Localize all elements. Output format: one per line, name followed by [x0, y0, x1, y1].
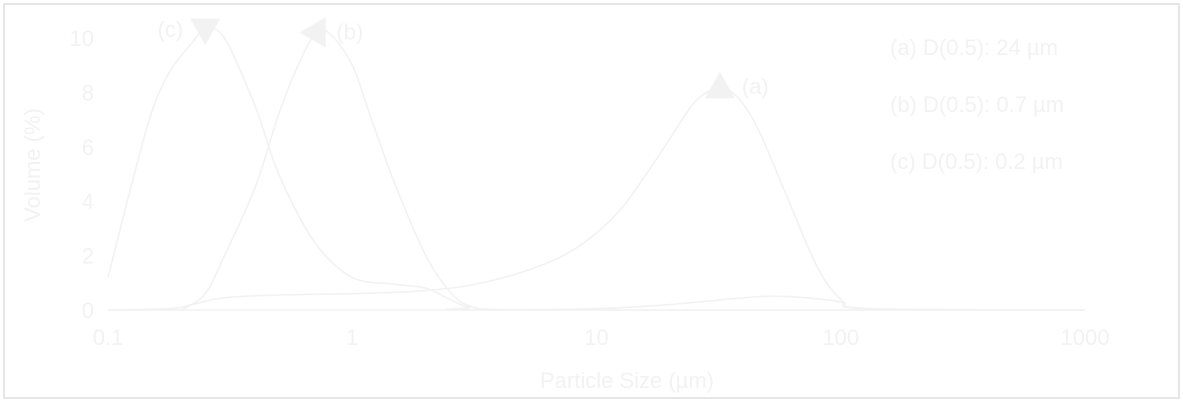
plot-area: (a) (b) (c) [107, 17, 1086, 311]
legend-entry-a: (a) D(0.5): 24 µm [890, 35, 1058, 60]
y-axis-label: Volume (%) [20, 108, 45, 222]
x-tick-label: 1 [346, 325, 358, 350]
y-tick-label: 10 [70, 26, 94, 51]
peak-marker-b [299, 17, 326, 48]
y-tick-label: 4 [82, 189, 94, 214]
x-tick-label: 10 [584, 325, 608, 350]
annotation-layer: (a) (b) (c) [158, 17, 769, 99]
series-line-a [107, 87, 1086, 311]
curve-label-a: (a) [742, 74, 769, 99]
series-layer [107, 27, 1086, 311]
chart-frame [3, 3, 1180, 399]
x-tick-label: 1000 [1061, 325, 1110, 350]
y-tick-label: 6 [82, 135, 94, 160]
y-tick-label: 2 [82, 244, 94, 269]
curve-label-c: (c) [158, 17, 184, 42]
x-tick-labels: 0.1 1 10 100 1000 [93, 325, 1110, 350]
series-line-c [107, 27, 1085, 311]
legend-entry-b: (b) D(0.5): 0.7 µm [890, 92, 1064, 117]
x-axis-label: Particle Size (µm) [540, 368, 714, 393]
series-line-b [181, 29, 1086, 311]
x-tick-label: 0.1 [93, 325, 124, 350]
x-tick-label: 100 [822, 325, 859, 350]
y-tick-label: 0 [82, 298, 94, 323]
marker-layer [190, 17, 735, 99]
peak-marker-c [190, 18, 221, 45]
curve-label-b: (b) [336, 20, 363, 45]
y-tick-labels: 0 2 4 6 8 10 [70, 26, 94, 323]
legend: (a) D(0.5): 24 µm (b) D(0.5): 0.7 µm (c)… [890, 35, 1064, 174]
peak-marker-a [704, 71, 735, 99]
y-tick-label: 8 [82, 80, 94, 105]
legend-entry-c: (c) D(0.5): 0.2 µm [890, 149, 1063, 174]
